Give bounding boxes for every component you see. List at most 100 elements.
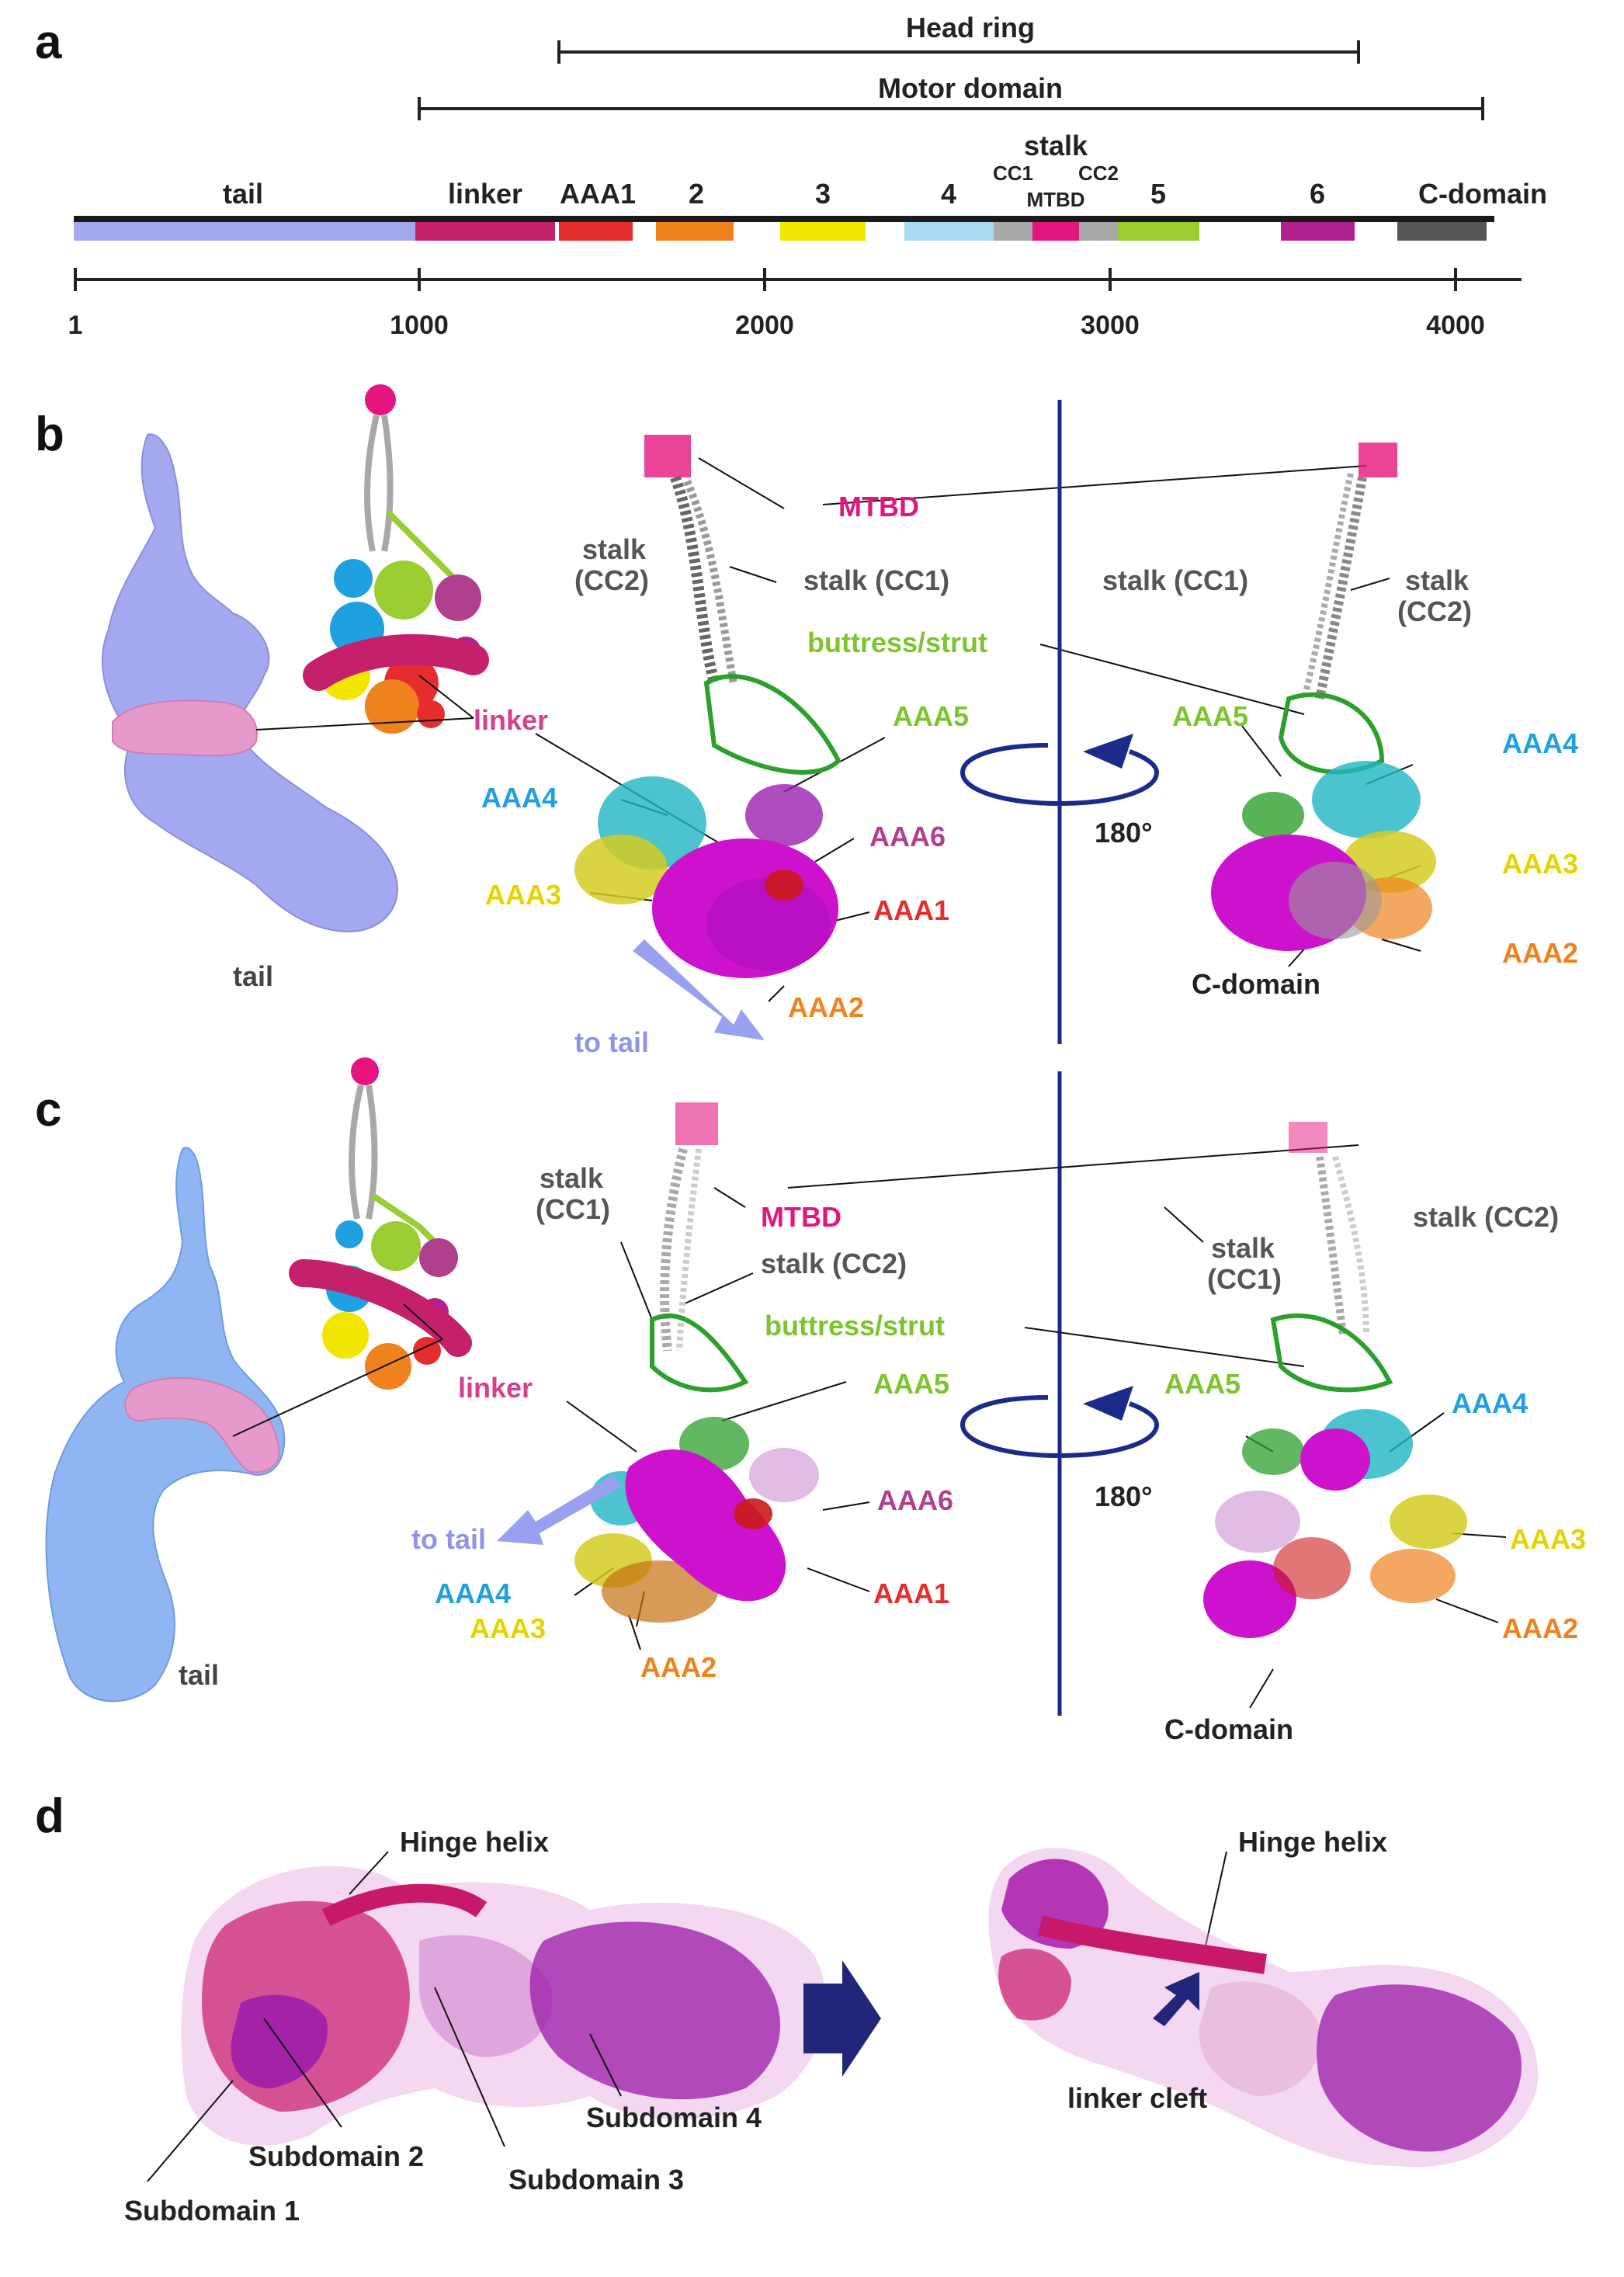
tail-label-c: tail bbox=[179, 1659, 219, 1691]
scale-tick-3000: 3000 bbox=[1081, 311, 1140, 340]
linker-density-b bbox=[112, 699, 258, 757]
domain-label-mtbd: MTBD bbox=[1026, 188, 1084, 211]
linker-cleft-arrow bbox=[1153, 1972, 1199, 2026]
leader-lines-d bbox=[147, 1851, 1227, 2182]
panel-label-c: c bbox=[35, 1083, 61, 1137]
rotation-arrow-c bbox=[959, 1386, 1160, 1459]
segment-cdomain bbox=[1397, 222, 1487, 241]
stalk-cc1-label-c-right-line2: (CC1) bbox=[1207, 1263, 1282, 1295]
aaa2-label-c-right: AAA2 bbox=[1502, 1612, 1578, 1644]
aaa4-label-c-left: AAA4 bbox=[435, 1578, 511, 1609]
dynein-structure-b-right bbox=[1211, 443, 1436, 951]
buttress-label-c: buttress/strut bbox=[765, 1310, 945, 1342]
hinge-helix-label-d-right: Hinge helix bbox=[1238, 1826, 1387, 1858]
aaa2-label-c-left: AAA2 bbox=[640, 1651, 717, 1683]
mtbd-label-b: MTBD bbox=[838, 491, 919, 522]
leader-lines-c bbox=[232, 1144, 1507, 1709]
linker-density-c bbox=[124, 1377, 281, 1473]
dynein-structure-c-left bbox=[574, 1102, 819, 1623]
residue-scale bbox=[74, 268, 1522, 291]
stalk-cc1-label-b-right: stalk (CC1) bbox=[1102, 564, 1248, 596]
scale-tick-4000: 4000 bbox=[1426, 311, 1485, 340]
stalk-cc2-label-b-line2: (CC2) bbox=[574, 564, 649, 596]
buttress-label-b: buttress/strut bbox=[807, 627, 987, 658]
stalk-cc2-label-b-line1: stalk bbox=[582, 533, 647, 565]
motor-domain-bracket bbox=[418, 97, 1484, 120]
domain-label-cdomain: C-domain bbox=[1418, 178, 1547, 210]
domain-label-stalk: stalk bbox=[1024, 130, 1088, 161]
domain-label-cc2: CC2 bbox=[1078, 161, 1119, 185]
segment-aaa1 bbox=[559, 222, 633, 241]
stalk-cc2-label-b-right-line2: (CC2) bbox=[1397, 595, 1472, 627]
linker-cleft-label: linker cleft bbox=[1067, 2082, 1207, 2114]
cdomain-label-c-right: C-domain bbox=[1164, 1713, 1293, 1745]
subdomain-2-label: Subdomain 2 bbox=[248, 2140, 424, 2172]
aaa4-label-b-right: AAA4 bbox=[1502, 727, 1578, 759]
aaa5-label-b-left: AAA5 bbox=[893, 700, 969, 732]
protein-cartoon-d-right bbox=[988, 1848, 1539, 2168]
segment-aaa5 bbox=[1118, 222, 1199, 241]
subdomain-3-label: Subdomain 3 bbox=[508, 2164, 684, 2195]
tail-label-b: tail bbox=[233, 960, 273, 992]
rotation-label-b: 180° bbox=[1095, 817, 1152, 849]
segment-aaa3 bbox=[780, 222, 866, 241]
panel-label-b: b bbox=[35, 408, 64, 461]
domain-label-aaa6: 6 bbox=[1310, 178, 1325, 210]
stalk-cc2-label-c: stalk (CC2) bbox=[761, 1248, 907, 1279]
head-ring-label: Head ring bbox=[906, 12, 1035, 43]
rotation-arrow-b bbox=[959, 734, 1160, 807]
hinge-helix-label-d-left: Hinge helix bbox=[400, 1826, 549, 1858]
linker-label-b: linker bbox=[474, 704, 548, 736]
aaa3-label-c-left: AAA3 bbox=[470, 1612, 546, 1644]
scale-tick-2000: 2000 bbox=[735, 311, 794, 340]
aaa5-label-b-right: AAA5 bbox=[1172, 700, 1248, 732]
transition-arrow-d bbox=[803, 1960, 881, 2077]
to-tail-label-c: to tail bbox=[411, 1523, 486, 1555]
segment-linker bbox=[415, 222, 555, 241]
linker-label-c: linker bbox=[458, 1372, 533, 1404]
stalk-cc1-label-c-line2: (CC1) bbox=[536, 1193, 610, 1225]
segment-aaa2 bbox=[656, 222, 734, 241]
em-density-map-c bbox=[45, 1147, 286, 1703]
aaa3-label-b-right: AAA3 bbox=[1502, 848, 1578, 880]
aaa6-label-c-left: AAA6 bbox=[877, 1484, 953, 1516]
segment-mtbd bbox=[1032, 222, 1079, 241]
domain-label-aaa2: 2 bbox=[689, 178, 704, 210]
subdomain-4-label: Subdomain 4 bbox=[586, 2102, 762, 2133]
panel-label-d: d bbox=[35, 1789, 64, 1843]
aaa4-label-b-left: AAA4 bbox=[481, 782, 557, 814]
stalk-cc2-label-b-right-line1: stalk bbox=[1405, 564, 1470, 596]
stalk-cc1-label-c-right-line1: stalk bbox=[1211, 1232, 1275, 1264]
domain-label-tail: tail bbox=[223, 178, 263, 210]
rotation-label-c: 180° bbox=[1095, 1480, 1152, 1512]
aaa1-label-c-left: AAA1 bbox=[873, 1578, 949, 1609]
cartoon-schematic-c bbox=[289, 1057, 472, 1390]
domain-label-aaa5: 5 bbox=[1150, 178, 1166, 210]
domain-bar bbox=[74, 216, 1494, 241]
domain-label-cc1: CC1 bbox=[993, 161, 1033, 185]
to-tail-arrow-b bbox=[633, 939, 765, 1040]
scale-tick-1: 1 bbox=[68, 311, 83, 340]
segment-aaa4 bbox=[904, 222, 994, 241]
panel-label-a: a bbox=[35, 16, 62, 69]
cdomain-label-b-right: C-domain bbox=[1192, 968, 1320, 1000]
aaa2-label-b-left: AAA2 bbox=[788, 991, 864, 1023]
domain-label-aaa1: AAA1 bbox=[560, 178, 636, 210]
segment-aaa6 bbox=[1281, 222, 1355, 241]
cartoon-schematic-b bbox=[303, 384, 489, 734]
dynein-structure-b-left bbox=[574, 435, 841, 978]
aaa3-label-b-left: AAA3 bbox=[485, 879, 561, 911]
stalk-cc1-label-c-line1: stalk bbox=[540, 1162, 604, 1194]
stalk-cc1-label-b: stalk (CC1) bbox=[803, 564, 949, 596]
motor-domain-label: Motor domain bbox=[878, 72, 1063, 104]
em-density-map-b bbox=[102, 433, 398, 933]
domain-label-linker: linker bbox=[448, 178, 522, 210]
aaa4-label-c-right: AAA4 bbox=[1452, 1387, 1528, 1419]
aaa1-label-b-left: AAA1 bbox=[873, 894, 949, 926]
head-ring-bracket bbox=[557, 40, 1360, 64]
domain-label-aaa4: 4 bbox=[941, 178, 956, 210]
stalk-cc2-label-c-right: stalk (CC2) bbox=[1413, 1201, 1559, 1233]
scale-tick-1000: 1000 bbox=[390, 311, 449, 340]
aaa2-label-b-right: AAA2 bbox=[1502, 937, 1578, 969]
